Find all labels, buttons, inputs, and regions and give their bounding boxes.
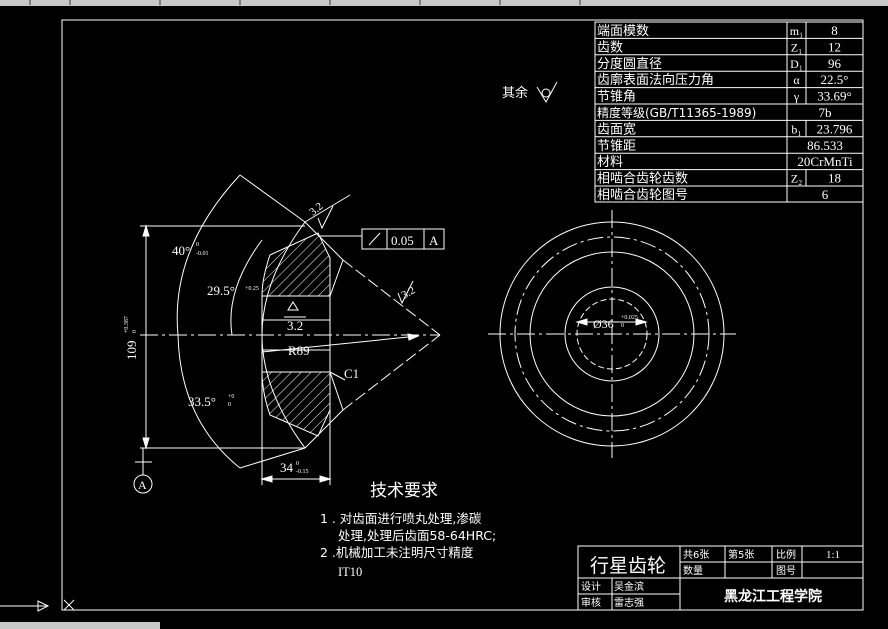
roughness-label-section: 3.2 — [287, 318, 303, 333]
quantity-label: 数量 — [683, 564, 703, 577]
param-value: 86.533 — [807, 138, 843, 153]
param-symbol: D₁ — [790, 57, 803, 71]
school-name: 黑龙江工程学院 — [724, 588, 822, 605]
roughness-label-top: 3.2 — [307, 200, 325, 218]
tech-title: 技术要求 — [370, 481, 438, 501]
diameter-109-label: 109 — [124, 341, 139, 361]
tolerance-value: 0.05 — [391, 233, 414, 248]
gear-section-view — [133, 174, 441, 494]
param-name: 端面模数 — [597, 24, 649, 39]
width-34-tol: 0 — [296, 461, 299, 467]
sheet-number: 第5张 — [728, 548, 754, 561]
roughness-label-apex: 3.2 — [400, 284, 418, 301]
datum-a-label: A — [138, 478, 147, 492]
param-value: 18 — [828, 171, 841, 186]
geometric-tolerance-frame: 0.05 A — [361, 228, 445, 250]
angle-33-tol-up: +0 — [228, 394, 234, 400]
drawing-frame — [61, 19, 864, 611]
diameter-36-label: Ø36 — [593, 317, 614, 331]
designer-name: 吴金滨 — [614, 580, 644, 593]
roughness-other-text: 其余 — [502, 85, 528, 101]
param-name: 材料 — [597, 155, 623, 170]
param-name: 齿数 — [597, 40, 623, 55]
param-value: 7b — [819, 105, 832, 120]
diameter-36-tol-up: +0.025 — [621, 315, 638, 321]
param-symbol: γ — [793, 90, 800, 104]
param-name: 齿面宽 — [597, 121, 636, 137]
angle-29-tol: +0.25 — [245, 286, 259, 292]
param-name: 分度圆直径 — [597, 56, 662, 72]
sheet-count: 共6张 — [683, 549, 709, 561]
width-34-label: 34 — [280, 460, 294, 475]
design-label: 设计 — [581, 580, 601, 593]
reviewer-name: 雷志强 — [614, 596, 644, 609]
param-value: 22.5° — [821, 72, 849, 87]
param-name: 节锥距 — [597, 139, 636, 154]
radius-89-label: R89 — [288, 343, 310, 358]
param-symbol: m₁ — [790, 24, 804, 38]
model-tabs-strip[interactable] — [0, 622, 160, 629]
tolerance-datum: A — [429, 233, 439, 248]
param-symbol: α — [793, 73, 800, 87]
param-symbol: Z₁ — [791, 40, 803, 54]
width-34-tol-lo: -0.15 — [296, 469, 309, 475]
review-label: 审核 — [581, 596, 601, 609]
angle-33-label: 33.5° — [188, 394, 216, 409]
title-block — [577, 545, 864, 611]
param-name: 精度等级(GB/T11365-1989) — [597, 105, 756, 120]
param-value: 23.796 — [817, 121, 853, 136]
part-name: 行星齿轮 — [590, 555, 666, 577]
param-symbol: Z₂ — [791, 172, 803, 186]
diameter-109-tol: +0.387 — [124, 316, 130, 333]
roughness-other-symbol: 其余 — [502, 81, 558, 104]
param-value: 6 — [822, 187, 829, 202]
scale-label: 比例 — [776, 548, 796, 561]
param-value: 33.69° — [817, 89, 851, 104]
chamfer-c1-label: C1 — [344, 366, 359, 381]
section-dimension-labels: 3.2 3.2 3.2 40° 0 -0.01 29.5° +0.25 33.5… — [124, 200, 417, 492]
param-value: 96 — [828, 56, 842, 71]
param-name: 相啮合齿轮齿数 — [597, 172, 688, 187]
tech-line-2: 处理,处理后齿面58-64HRC; — [338, 528, 496, 543]
diameter-109-tol-lo: 0 — [132, 330, 138, 333]
hatch-lower — [261, 371, 331, 437]
parameter-table: 端面模数 m₁ 8 齿数 Z₁ 12 分度圆直径 D₁ 96 齿廓表面法向压力角 α 22.5° 节锥角… — [594, 21, 864, 203]
angle-40-tol-lo: -0.01 — [196, 251, 209, 257]
scale-value: 1:1 — [826, 549, 840, 561]
param-name: 节锥角 — [597, 90, 636, 105]
angle-40-tol-up: 0 — [196, 242, 199, 248]
param-name: 相啮合齿轮图号 — [597, 188, 688, 203]
drawing-no-label: 图号 — [776, 565, 796, 577]
end-view-labels: Ø36 +0.025 0 — [593, 315, 638, 331]
angle-40-label: 40° — [172, 243, 190, 258]
tech-line-4: IT10 — [338, 565, 362, 579]
gear-end-view — [488, 210, 736, 458]
hatch-upper — [261, 232, 331, 297]
title-block-text: 行星齿轮 共6张 第5张 比例 1:1 数量 图号 设计 吴金滨 审核 雷志强 … — [581, 548, 840, 609]
param-symbol: b₁ — [791, 122, 801, 136]
ucs-icon — [0, 599, 75, 612]
tech-line-3: 2 .机械加工未注明尺寸精度 — [320, 545, 474, 560]
angle-29-label: 29.5° — [207, 283, 235, 298]
technical-requirements: 技术要求 1 . 对齿面进行喷丸处理,渗碳 处理,处理后齿面58-64HRC; … — [320, 481, 496, 579]
diameter-36-tol-lo: 0 — [621, 323, 624, 329]
param-name: 齿廓表面法向压力角 — [597, 72, 714, 88]
param-value: 20CrMnTi — [797, 154, 853, 169]
tech-line-1: 1 . 对齿面进行喷丸处理,渗碳 — [320, 511, 482, 526]
param-value: 8 — [831, 23, 838, 38]
angle-33-tol-lo: 0 — [228, 402, 231, 408]
param-value: 12 — [828, 39, 841, 54]
toolbar-strip — [0, 0, 888, 6]
